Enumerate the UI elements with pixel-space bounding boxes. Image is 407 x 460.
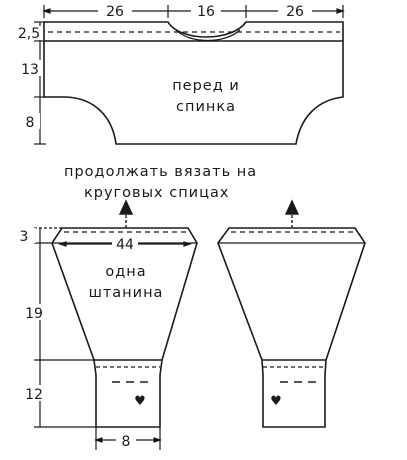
- instruction-line2: круговых спицах: [84, 185, 229, 201]
- heart-icon-right: ♥: [270, 394, 282, 409]
- arrow-right: [284, 199, 300, 228]
- dim-leg-height: 19: [25, 306, 43, 322]
- front-back-label-line1: перед и: [172, 78, 240, 94]
- dim-width-right: 26: [286, 4, 304, 20]
- dim-cuff-width: 8: [122, 434, 131, 450]
- leg-left-outline: [51, 227, 198, 428]
- heart-icon-left: ♥: [134, 394, 146, 409]
- neck-inner-curve: [175, 29, 241, 41]
- dim-band-height: 2,5: [18, 26, 40, 42]
- front-back-outline: [43, 21, 344, 145]
- leg-right-outline: [217, 227, 366, 428]
- instruction-line1: продолжать вязать на: [64, 164, 257, 180]
- leg-label-line1: одна: [105, 264, 146, 280]
- arrow-left: [118, 199, 134, 228]
- dim-waist-height: 3: [20, 229, 29, 245]
- leg-piece-left: [51, 227, 198, 428]
- dim-upper-height: 13: [21, 62, 39, 78]
- front-back-label-line2: спинка: [176, 99, 236, 115]
- leg-piece-right: [217, 227, 366, 428]
- leg-label-line2: штанина: [89, 285, 164, 301]
- dim-leg-top-width: 44: [116, 237, 134, 253]
- front-back-piece: [43, 21, 344, 145]
- dim-width-center: 16: [197, 4, 215, 20]
- dim-width-left: 26: [106, 4, 124, 20]
- dim-cuff-height: 12: [25, 387, 43, 403]
- dim-lower-height: 8: [26, 115, 35, 131]
